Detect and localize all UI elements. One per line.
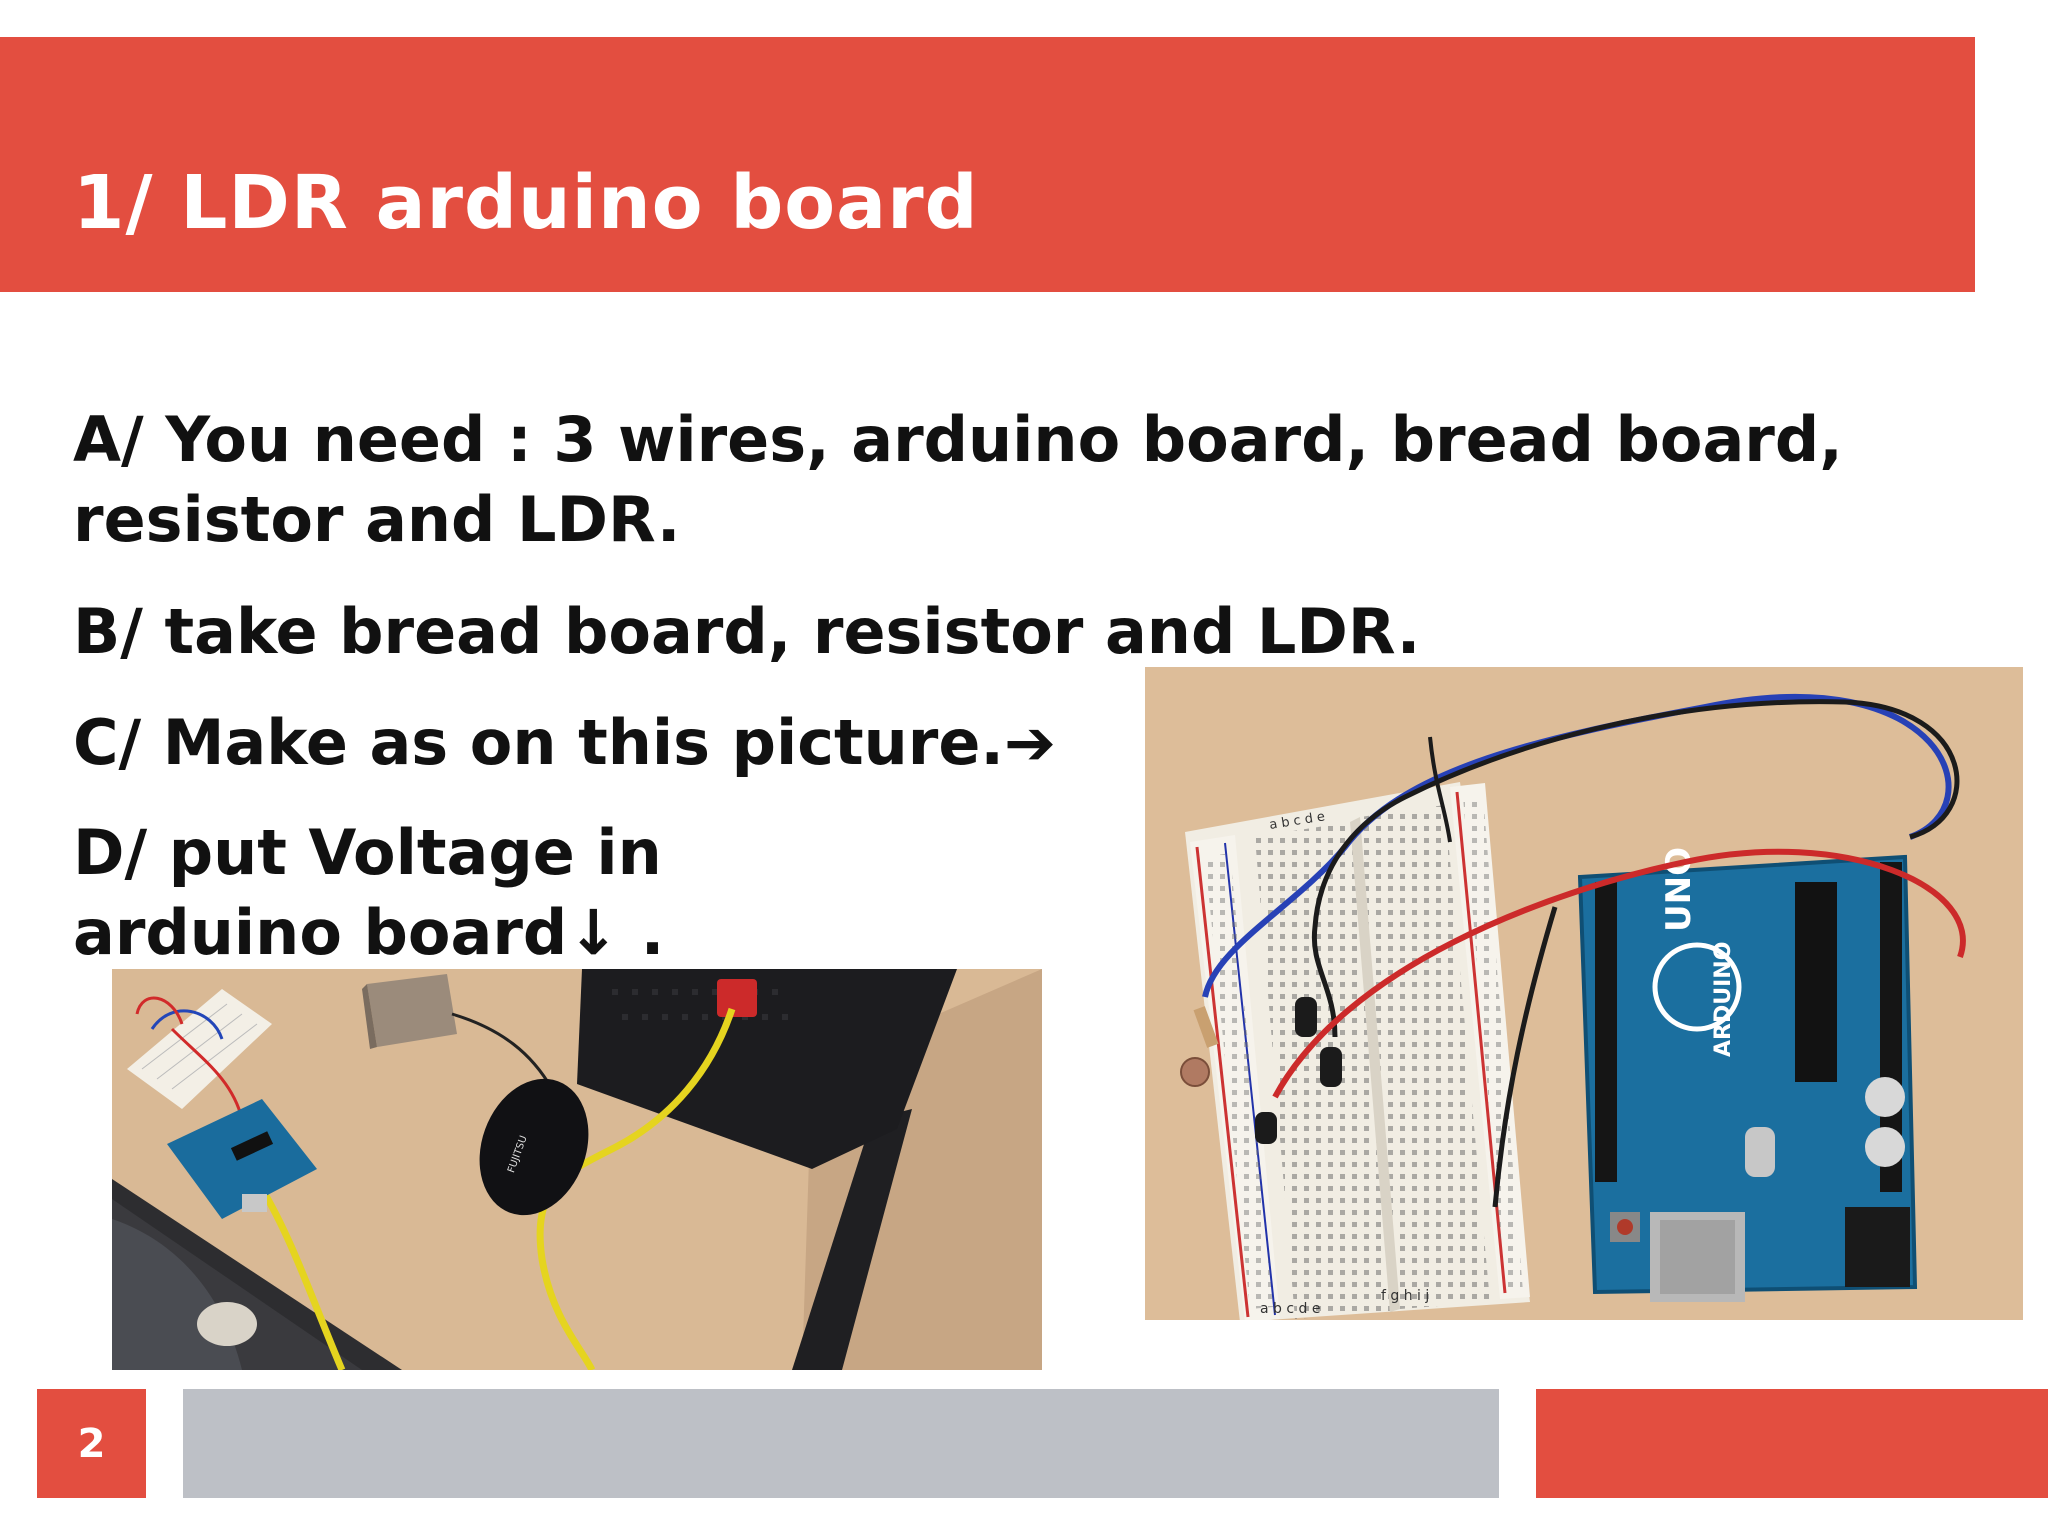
footer-gray-bar — [183, 1389, 1499, 1498]
bullet-d: D/ put Voltage in arduino board↓ . — [73, 816, 665, 969]
arduino-label: ARDUINO — [1711, 942, 1736, 1057]
breadboard-cols-bottom-right: f g h i j — [1381, 1288, 1429, 1304]
breadboard-photo: a b c d e a b c d e f g h i j UNO ARDUIN… — [1145, 667, 2023, 1320]
footer-red-bar — [1536, 1389, 2048, 1498]
setup-photo: FUJITSU — [112, 969, 1042, 1370]
page-number: 2 — [77, 1420, 106, 1467]
bullet-b: B/ take bread board, resistor and LDR. — [73, 595, 1421, 668]
slide-title: 1/ LDR arduino board — [73, 160, 979, 246]
bullet-a: A/ You need : 3 wires, arduino board, br… — [73, 403, 1843, 556]
breadboard-cols-bottom-left: a b c d e — [1260, 1301, 1320, 1317]
title-bar — [0, 37, 1975, 292]
page-number-box: 2 — [37, 1389, 146, 1498]
bullet-c: C/ Make as on this picture.➔ — [73, 706, 1056, 779]
